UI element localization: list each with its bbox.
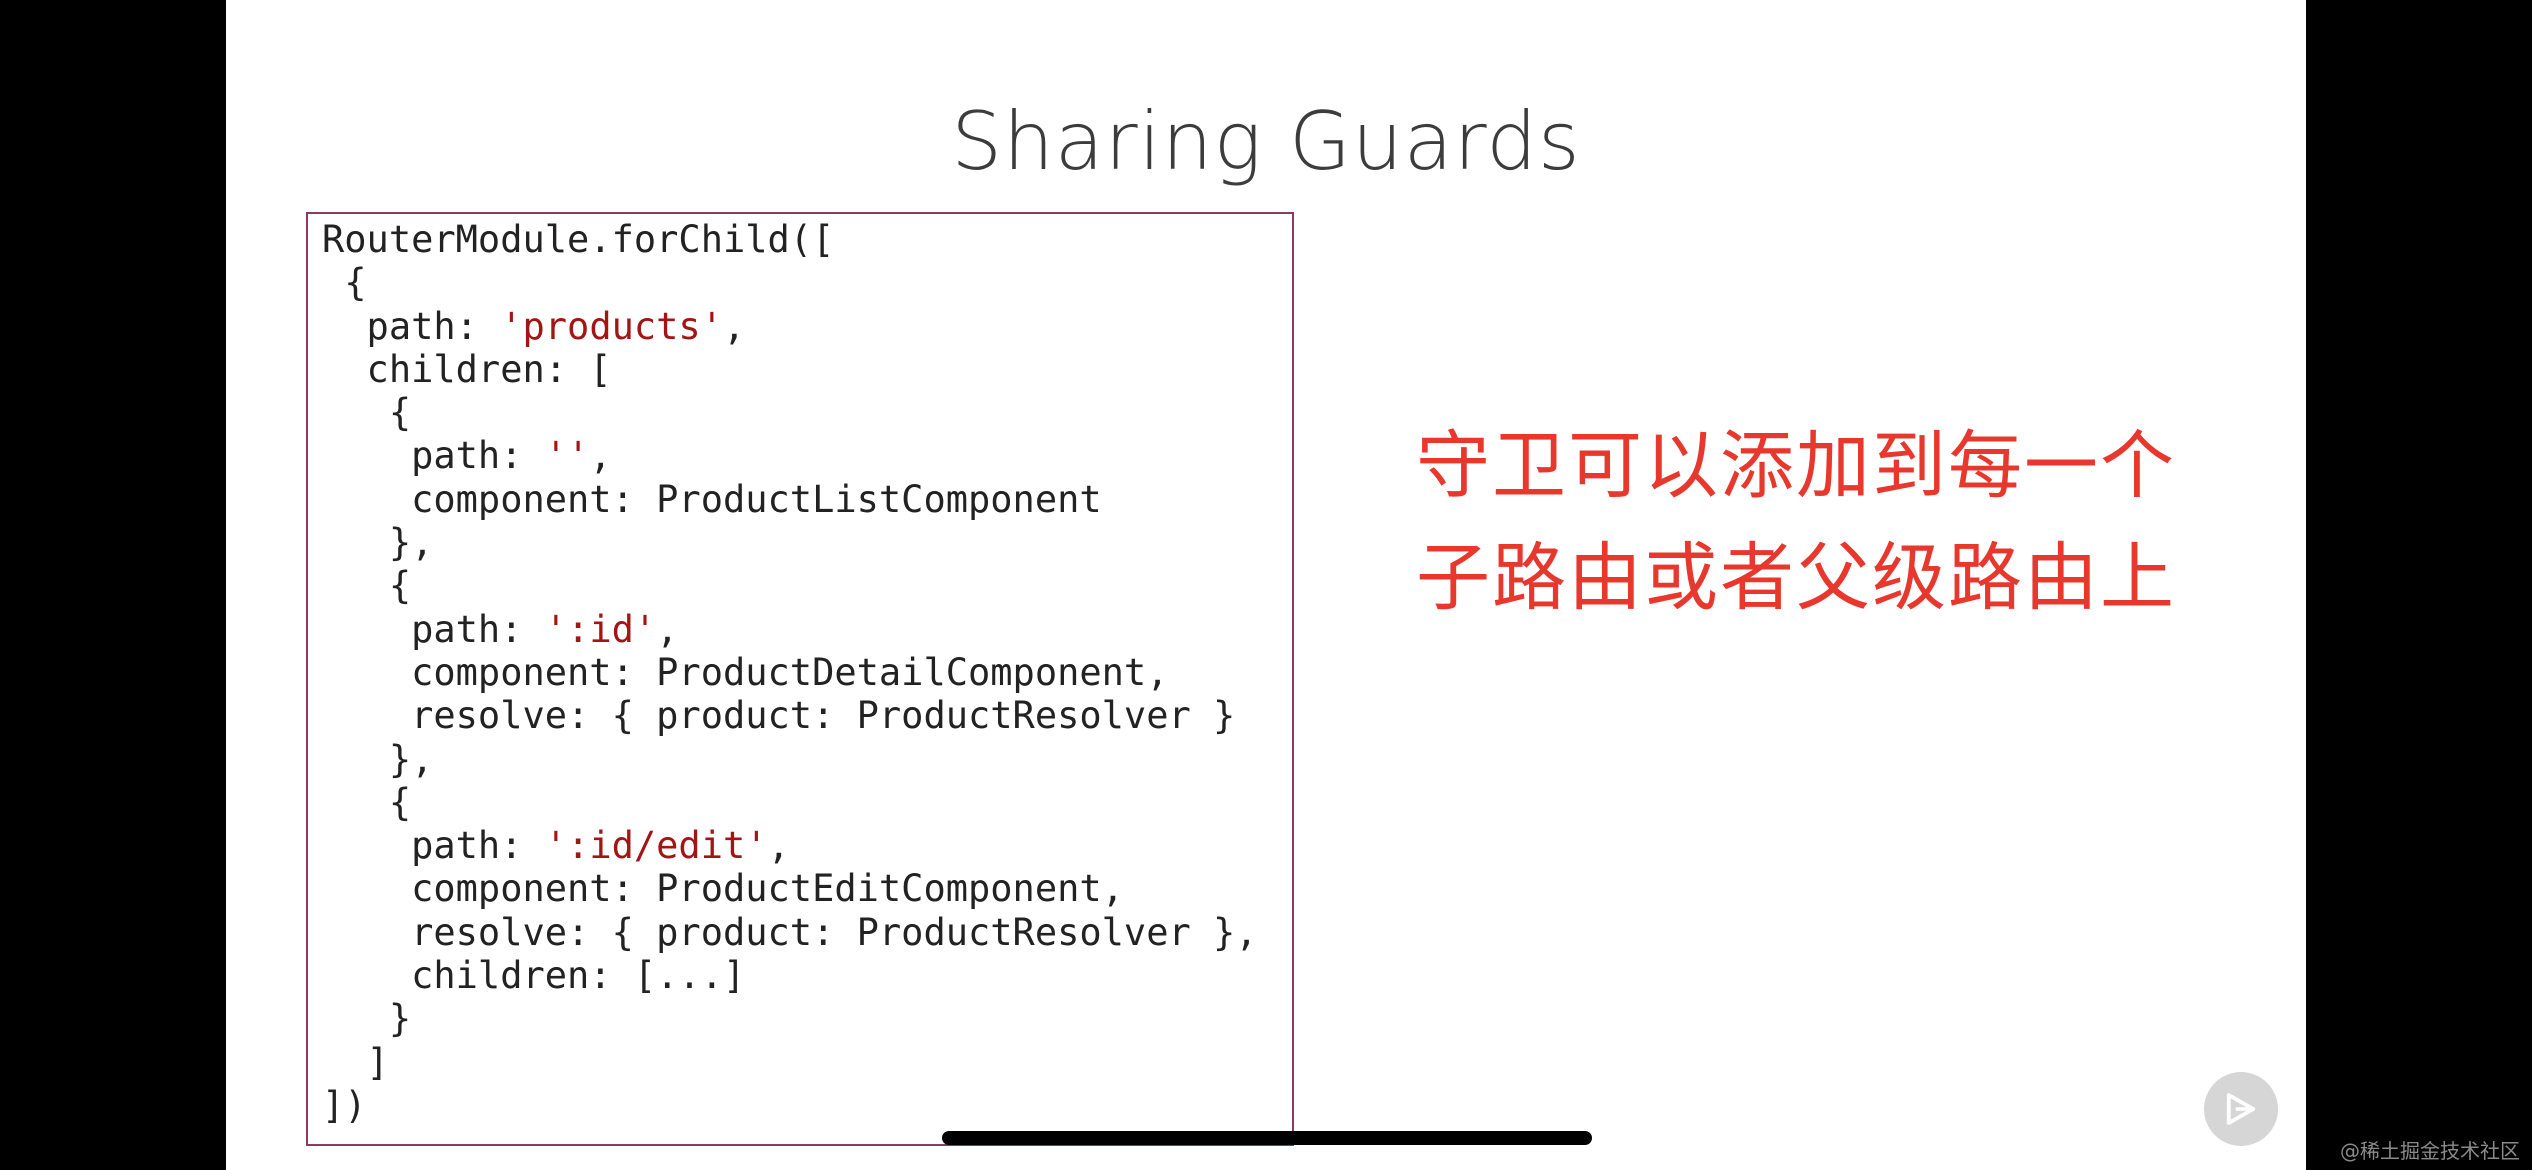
code-text: path:	[322, 607, 545, 651]
code-line: children: [	[322, 348, 1258, 391]
code-string: ':id/edit'	[544, 824, 768, 868]
code-text: component: ProductDetailComponent,	[322, 650, 1169, 694]
code-string: ':id'	[544, 607, 657, 651]
code-text: {	[322, 564, 412, 608]
code-line: }	[322, 997, 1258, 1040]
code-text: children: [...]	[322, 954, 746, 998]
code-line: ]	[322, 1041, 1258, 1084]
code-line: {	[322, 261, 1258, 304]
code-text: resolve: { product: ProductResolver },	[322, 910, 1258, 954]
code-line: path: ':id',	[322, 608, 1258, 651]
home-indicator[interactable]	[942, 1131, 1592, 1145]
code-text: ]	[322, 1040, 389, 1084]
code-line: resolve: { product: ProductResolver }	[322, 694, 1258, 737]
code-line: path: ':id/edit',	[322, 824, 1258, 867]
code-line: {	[322, 781, 1258, 824]
watermark: @稀土掘金技术社区	[2340, 1139, 2520, 1163]
code-text: {	[322, 391, 412, 435]
play-button[interactable]	[2204, 1072, 2278, 1146]
code-line: component: ProductEditComponent,	[322, 867, 1258, 910]
code-text: {	[322, 780, 412, 824]
play-icon	[2226, 1093, 2256, 1125]
code-line: component: ProductDetailComponent,	[322, 651, 1258, 694]
code-line: {	[322, 391, 1258, 434]
code-line: },	[322, 521, 1258, 564]
slide: Sharing Guards RouterModule.forChild([ {…	[226, 0, 2306, 1170]
code-content: RouterModule.forChild([ { path: 'product…	[322, 218, 1258, 1127]
code-line: component: ProductListComponent	[322, 478, 1258, 521]
code-text: },	[322, 521, 434, 565]
code-text: component: ProductEditComponent,	[322, 867, 1124, 911]
code-line: children: [...]	[322, 954, 1258, 997]
code-string: 'products'	[500, 304, 723, 348]
code-text: component: ProductListComponent	[322, 477, 1102, 521]
code-text: children: [	[322, 347, 612, 391]
code-line: {	[322, 564, 1258, 607]
code-text: ,	[722, 304, 746, 348]
code-text: path:	[322, 304, 501, 348]
code-string: ''	[544, 434, 590, 478]
code-line: },	[322, 738, 1258, 781]
code-line: RouterModule.forChild([	[322, 218, 1258, 261]
code-text: ,	[767, 824, 790, 868]
code-text: path:	[322, 824, 545, 868]
code-text: resolve: { product: ProductResolver }	[322, 694, 1236, 738]
code-text: {	[322, 261, 367, 305]
code-text: ,	[656, 607, 679, 651]
code-text: }	[322, 997, 412, 1041]
code-text: },	[322, 737, 434, 781]
annotation-text: 守卫可以添加到每一个子路由或者父级路由上	[1416, 423, 2176, 621]
code-text: RouterModule.forChild([	[322, 218, 835, 261]
code-line: path: '',	[322, 434, 1258, 477]
code-text: path:	[322, 434, 545, 478]
code-text: ,	[589, 434, 612, 478]
code-line: path: 'products',	[322, 305, 1258, 348]
code-block: RouterModule.forChild([ { path: 'product…	[306, 212, 1294, 1146]
slide-title: Sharing Guards	[951, 95, 1581, 188]
code-text: ])	[322, 1083, 367, 1127]
code-line: ])	[322, 1084, 1258, 1127]
code-line: resolve: { product: ProductResolver },	[322, 911, 1258, 954]
